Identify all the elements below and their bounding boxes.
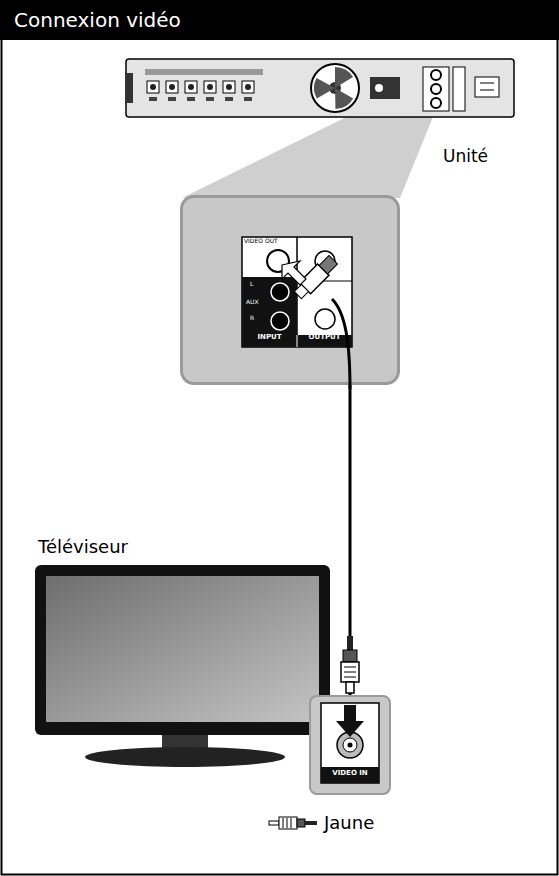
device-unit: Unité — [125, 55, 515, 122]
node-label: R — [250, 315, 254, 322]
television-art — [35, 565, 330, 735]
node-label: AUX — [246, 299, 259, 306]
video-in-jack: VIDEO IN — [309, 695, 391, 795]
video-in-jack-art — [311, 697, 393, 797]
zoom-panel-art — [183, 198, 403, 388]
zoom-panel: VIDEO OUT L AUX R INPUTOUTPUT — [180, 195, 400, 385]
title-bar: Connexion vidéo — [0, 0, 559, 40]
tv-base — [85, 747, 285, 767]
legend: Jaune — [268, 812, 374, 833]
rca-plug — [341, 636, 359, 693]
television: Téléviseur — [35, 565, 330, 735]
node-label: OUTPUT — [297, 334, 352, 342]
node-label: Unité — [443, 147, 488, 166]
legend-label: Jaune — [324, 812, 374, 833]
node-label: INPUT — [242, 334, 297, 342]
device-unit-art — [125, 55, 515, 122]
node-label: Téléviseur — [38, 537, 128, 557]
node-label: L — [250, 281, 253, 288]
node-label: VIDEO IN — [321, 770, 379, 778]
legend-plug — [268, 813, 318, 833]
node-label: VIDEO OUT — [244, 238, 278, 245]
